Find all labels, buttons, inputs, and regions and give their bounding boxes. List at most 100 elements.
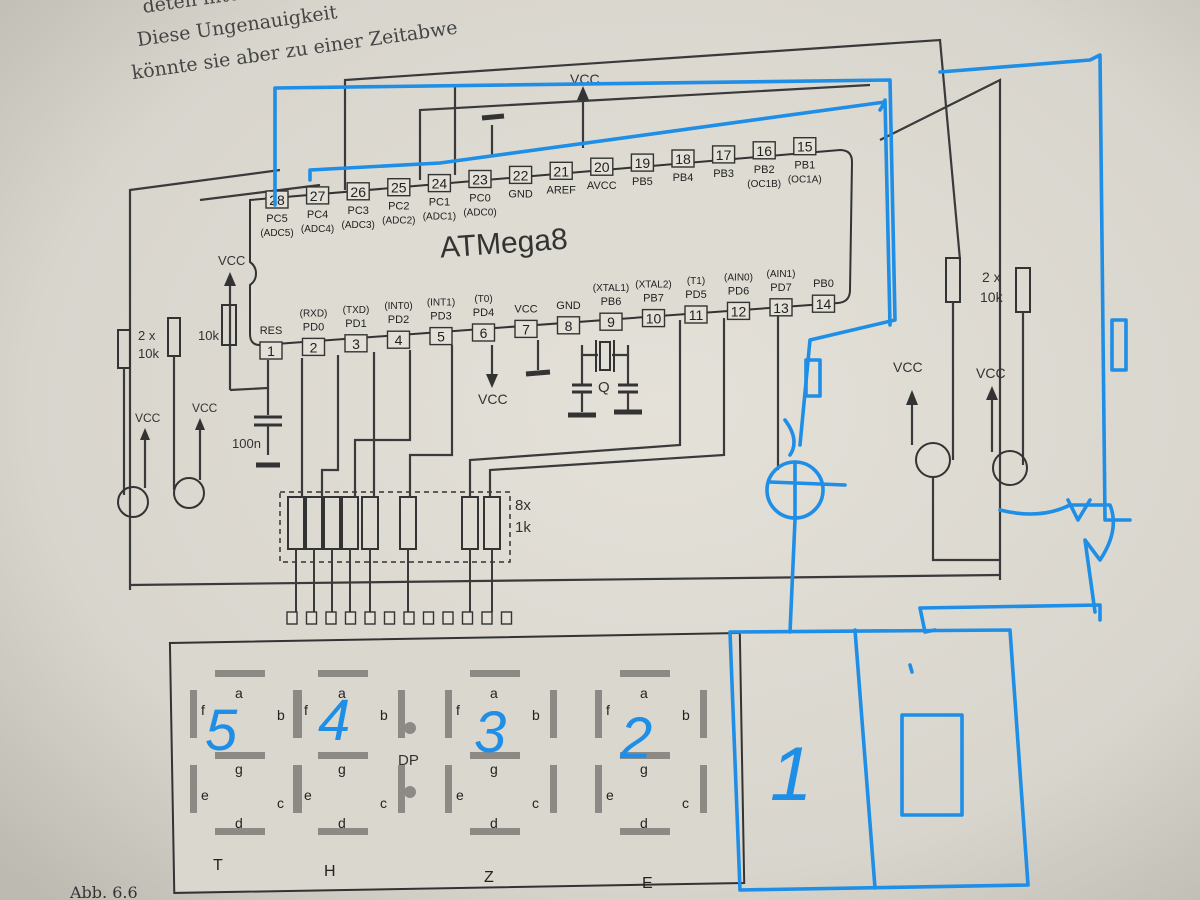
- digit-label: H: [324, 863, 336, 880]
- segment-bar: [398, 690, 405, 738]
- pin-alt-name: (TXD): [343, 305, 370, 316]
- right-transistor-pair: 2 x 10k VCC VCC: [893, 257, 1031, 562]
- segment-letter: g: [235, 761, 243, 777]
- connector-pin: [286, 611, 298, 625]
- pin-alt-name: (AIN1): [767, 269, 796, 280]
- svg-text:VCC: VCC: [218, 253, 245, 268]
- capacitor-value: 100n: [232, 436, 261, 451]
- pin-number: 14: [816, 296, 832, 312]
- digit-label: T: [213, 857, 223, 874]
- segment-bar: [470, 828, 520, 835]
- pin-alt-name: (INT0): [384, 301, 412, 312]
- pin-number: 26: [350, 184, 366, 200]
- svg-text:VCC: VCC: [976, 365, 1006, 381]
- pin-number: 11: [689, 307, 704, 323]
- segment-letter: e: [304, 787, 312, 803]
- segment-bar: [470, 752, 520, 759]
- pin-number: 21: [553, 163, 569, 179]
- top-pin-row: 28PC5(ADC5)27PC4(ADC4)26PC3(ADC3)25PC2(A…: [260, 136, 822, 239]
- segment-letter: d: [235, 815, 243, 831]
- left-res-value: 10k: [138, 346, 159, 361]
- segment-letter: g: [640, 761, 648, 777]
- blue-resistor-1: [804, 358, 822, 398]
- svg-text:VCC: VCC: [192, 401, 218, 415]
- segment-bar: [190, 765, 197, 813]
- pin-number: 10: [646, 311, 662, 327]
- pin-alt-name: (ADC3): [342, 220, 375, 231]
- segment-bar: [318, 752, 368, 759]
- segment-bar: [318, 828, 368, 835]
- wire-left-inner: [199, 183, 321, 202]
- svg-text:VCC: VCC: [893, 359, 923, 375]
- connector-pin: [305, 611, 318, 625]
- pin-number: 28: [269, 192, 285, 208]
- segment-letter: e: [201, 787, 209, 803]
- dp-label: DP: [398, 752, 419, 769]
- blue-transistor-2: [998, 503, 1116, 614]
- segment-bar: [215, 670, 265, 677]
- segment-bar: [215, 828, 265, 835]
- hand-number-2: 2: [619, 706, 652, 771]
- pin-name: PB5: [632, 176, 653, 188]
- segment-bar: [190, 690, 197, 738]
- gnd-symbol-pin8: [525, 340, 551, 377]
- connector-pin: [344, 611, 357, 625]
- wire-right-frame: [879, 78, 1002, 580]
- handwritten-annotations: [273, 53, 1132, 892]
- digit-label: E: [642, 875, 653, 892]
- left-res-count: 2 x: [138, 328, 156, 343]
- segment-letter: d: [338, 815, 346, 831]
- pin-name: PB1: [794, 160, 815, 172]
- segment-letter: c: [277, 795, 284, 811]
- pin-name: PB3: [713, 168, 734, 180]
- pin-number: 17: [716, 147, 732, 163]
- connector-pin: [403, 611, 415, 625]
- pin-name: PB4: [673, 172, 694, 184]
- pin-name: PC4: [307, 209, 328, 221]
- pin-alt-name: (T1): [687, 276, 705, 287]
- segment-bar: [700, 690, 707, 738]
- pin-name: PD4: [473, 307, 494, 319]
- pin-name: PC1: [429, 197, 450, 209]
- segment-letter: b: [532, 707, 540, 723]
- pin-number: 22: [513, 167, 529, 183]
- crystal-label: Q: [598, 379, 610, 396]
- segment-letter: f: [201, 702, 205, 718]
- pin-alt-name: (ADC1): [423, 212, 456, 223]
- segment-letter: b: [277, 707, 285, 723]
- pin-name: PB2: [754, 164, 775, 176]
- segment-letter: a: [235, 685, 243, 701]
- segment-letter: e: [456, 787, 464, 803]
- pin-name: AREF: [547, 184, 577, 196]
- blue-digit-box: [900, 713, 964, 817]
- pin-name: AVCC: [587, 180, 617, 192]
- pin-alt-name: (RXD): [300, 308, 328, 319]
- left-transistor-pair: 2 x 10k VCC VCC: [117, 317, 218, 518]
- segment-letter: a: [338, 685, 346, 701]
- resistor-array: 8x 1k: [279, 491, 531, 612]
- pin-name: PB7: [643, 293, 664, 305]
- pin-name: PC0: [469, 193, 490, 205]
- right-res-count: 2 x: [982, 269, 1001, 285]
- segment-letter: c: [532, 795, 539, 811]
- hand-number-5: 5: [205, 698, 238, 763]
- pin-number: 20: [594, 159, 610, 175]
- pin-name: GND: [556, 300, 581, 312]
- pin-name: GND: [508, 188, 533, 200]
- blue-display-box: [728, 628, 1030, 892]
- pin-alt-name: (T0): [474, 294, 492, 305]
- segment-letter: f: [456, 702, 460, 718]
